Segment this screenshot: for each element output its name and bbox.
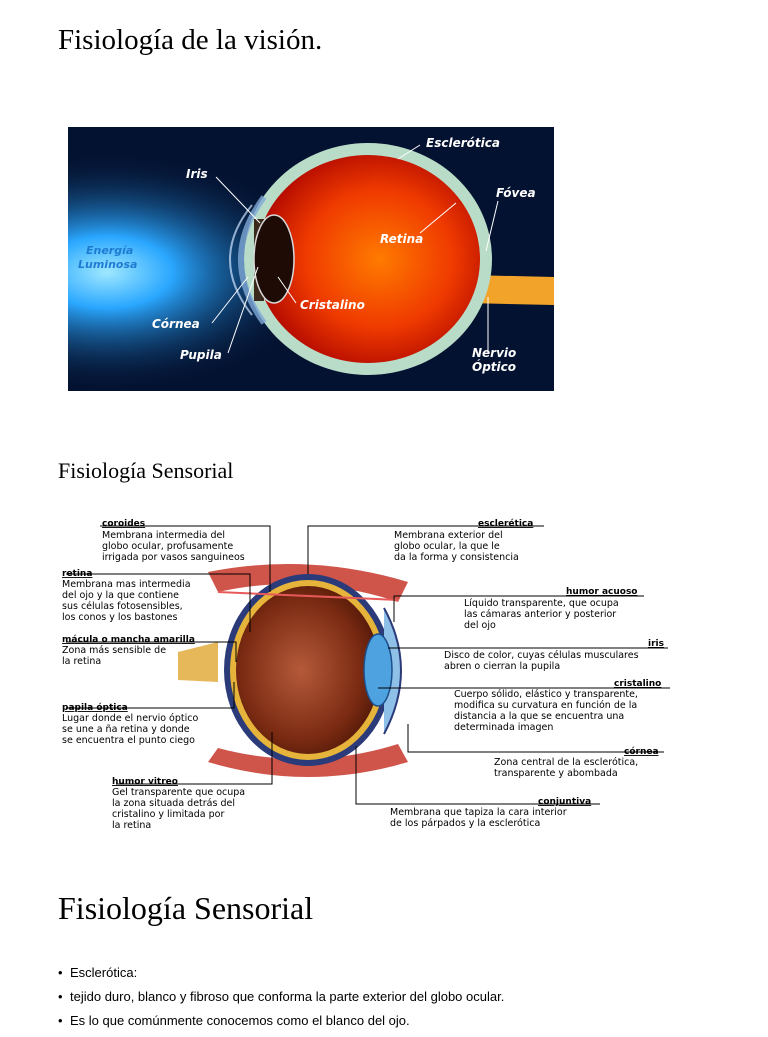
- bullet-text: Esclerótica:: [70, 965, 138, 980]
- ann-acuoso-line1: Líquido transparente, que ocupa: [464, 598, 619, 609]
- bullet-text: Es lo que comúnmente conocemos como el b…: [70, 1013, 410, 1028]
- ann-coroides-line3: irrigada por vasos sanguineos: [102, 552, 245, 563]
- ann-conjuntiva-line2: de los párpados y la esclerótica: [390, 818, 540, 829]
- bullet-item: • Es lo que comúnmente conocemos como el …: [58, 1013, 504, 1028]
- ann-retina-line2: del ojo y la que contiene: [62, 590, 179, 601]
- ann-papila-line3: se encuentra el punto ciego: [62, 735, 195, 746]
- ann-cristalino-head: cristalino: [614, 679, 661, 689]
- ann-vitreo-line4: la retina: [112, 820, 151, 831]
- label-iris: Iris: [186, 167, 208, 181]
- ann-iris-head: iris: [648, 639, 664, 649]
- lens-shape: [253, 214, 295, 304]
- slide-title-vision: Fisiología de la visión.: [58, 24, 323, 56]
- ann-iris-line2: abren o cierran la pupila: [444, 661, 560, 672]
- svg-text:mácula o mancha amarilla: mácula o mancha amarilla: [62, 635, 195, 645]
- ann-cristalino-line2: modifica su curvatura en función de la: [454, 700, 637, 711]
- ann-cornea-head: córnea: [624, 746, 659, 757]
- ann-esclerotica-line2: globo ocular, la que le: [394, 541, 500, 552]
- ann-retina-head: retina: [62, 569, 92, 579]
- svg-text:coroides: coroides: [102, 519, 145, 529]
- ann-papila-line1: Lugar donde el nervio óptico: [62, 713, 198, 724]
- lens-shape-2: [363, 633, 393, 707]
- ann-vitreo-line3: cristalino y limitada por: [112, 809, 224, 820]
- bullet-dot-icon: •: [58, 1013, 63, 1028]
- ann-papila-head: papila óptica: [62, 702, 128, 713]
- label-esclerotica: Esclerótica: [426, 136, 500, 150]
- ann-conjuntiva-head: conjuntiva: [538, 797, 591, 807]
- section-title-sensorial: Fisiología Sensorial: [58, 458, 234, 483]
- bullet-list: • Esclerótica: • tejido duro, blanco y fib…: [58, 965, 504, 1037]
- svg-text:cristalino: cristalino: [614, 679, 661, 689]
- bullet-item: • tejido duro, blanco y fibroso que confo…: [58, 989, 504, 1004]
- ann-cristalino-line1: Cuerpo sólido, elástico y transparente,: [454, 689, 638, 700]
- ann-esclerotica-line1: Membrana exterior del: [394, 530, 503, 541]
- slide-title-sensorial: Fisiología Sensorial: [58, 890, 314, 926]
- label-nervio-2: Óptico: [472, 359, 516, 374]
- ann-esclerotica-line3: da la forma y consistencia: [394, 552, 519, 563]
- ann-macula-line1: Zona más sensible de: [62, 645, 166, 656]
- bullet-dot-icon: •: [58, 965, 63, 980]
- ann-retina-line4: los conos y los bastones: [62, 612, 178, 623]
- ann-cristalino-line4: determinada imagen: [454, 722, 553, 733]
- ann-acuoso-head: humor acuoso: [566, 587, 638, 597]
- svg-text:humor vitreo: humor vitreo: [112, 777, 178, 787]
- ann-acuoso-line2: las cámaras anterior y posterior: [464, 609, 616, 620]
- svg-text:humor acuoso: humor acuoso: [566, 587, 638, 597]
- ann-vitreo-line2: la zona situada detrás del: [112, 798, 235, 809]
- ann-coroides-head: coroides: [102, 519, 145, 529]
- label-retina: Retina: [380, 232, 423, 246]
- ann-macula-line2: la retina: [62, 656, 101, 667]
- ann-cornea-line2: transparente y abombada: [494, 768, 618, 779]
- ann-cornea-line1: Zona central de la esclerótica,: [494, 757, 638, 768]
- svg-text:esclerética: esclerética: [478, 518, 533, 529]
- ann-coroides-line1: Membrana intermedia del: [102, 530, 225, 541]
- ann-vitreo-head: humor vitreo: [112, 777, 178, 787]
- ann-macula-head: mácula o mancha amarilla: [62, 635, 195, 645]
- bullet-item: • Esclerótica:: [58, 965, 504, 980]
- ann-iris-line1: Disco de color, cuyas células musculares: [444, 650, 639, 661]
- annotated-eye-diagram: coroides Membrana intermedia del globo o…: [62, 518, 670, 831]
- label-pupila: Pupila: [180, 348, 222, 362]
- ann-cristalino-line3: distancia a la que se encuentra una: [454, 711, 624, 722]
- svg-text:córnea: córnea: [624, 746, 659, 757]
- svg-text:papila óptica: papila óptica: [62, 702, 128, 713]
- label-cristalino: Cristalino: [300, 298, 365, 312]
- eye-anatomy-diagram: Esclerótica Iris Fóvea Energía Luminosa …: [68, 127, 554, 391]
- ann-retina-line1: Membrana mas intermedia: [62, 579, 191, 590]
- ann-papila-line2: se une a ña retina y donde: [62, 724, 190, 735]
- ann-conjuntiva-line1: Membrana que tapiza la cara interior: [390, 807, 567, 818]
- label-energia-1: Energía: [86, 244, 133, 257]
- ann-esclerotica-head: esclerética: [478, 518, 533, 529]
- svg-text:iris: iris: [648, 639, 664, 649]
- bullet-text: tejido duro, blanco y fibroso que confor…: [70, 989, 505, 1004]
- label-nervio-1: Nervio: [472, 346, 516, 360]
- label-fovea: Fóvea: [496, 186, 536, 200]
- label-cornea: Córnea: [152, 317, 200, 331]
- ann-coroides-line2: globo ocular, profusamente: [102, 541, 233, 552]
- ann-vitreo-line1: Gel transparente que ocupa: [112, 787, 245, 798]
- label-energia-2: Luminosa: [78, 258, 137, 271]
- svg-text:conjuntiva: conjuntiva: [538, 797, 591, 807]
- svg-text:retina: retina: [62, 569, 92, 579]
- ann-retina-line3: sus células fotosensibles,: [62, 601, 183, 612]
- ann-acuoso-line3: del ojo: [464, 620, 496, 631]
- bullet-dot-icon: •: [58, 989, 63, 1004]
